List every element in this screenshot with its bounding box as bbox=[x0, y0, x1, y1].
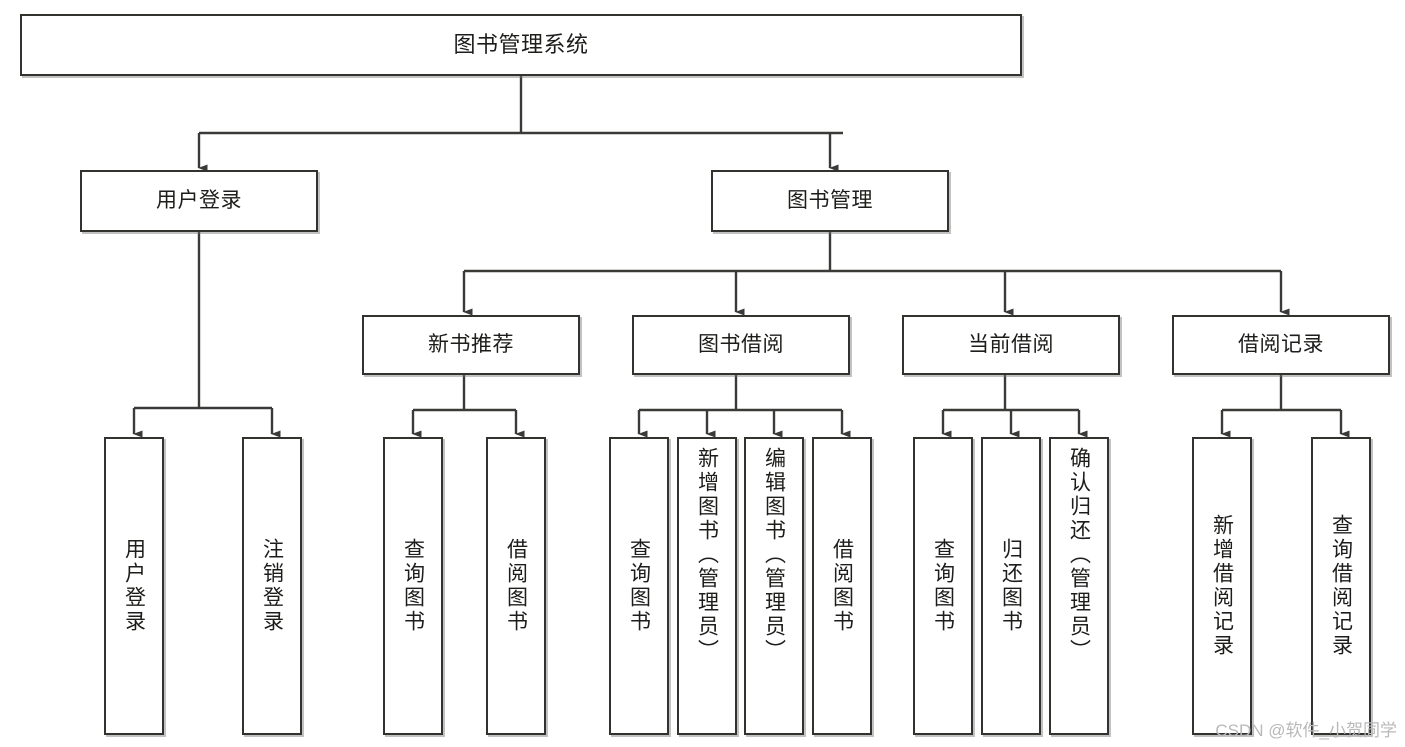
node-label: 新书推荐 bbox=[428, 332, 514, 356]
node-label: 确认归还（管理员） bbox=[1067, 447, 1091, 663]
node-label: 当前借阅 bbox=[968, 332, 1054, 356]
node-label: 查询图书 bbox=[401, 538, 425, 634]
node-root-library-system[interactable]: 图书管理系统 bbox=[20, 14, 1022, 76]
node-label: 借阅图书 bbox=[830, 538, 854, 634]
node-label: 借阅记录 bbox=[1238, 332, 1324, 356]
node-label: 查询图书 bbox=[931, 538, 955, 634]
leaf-records-query-record[interactable]: 查询借阅记录 bbox=[1311, 437, 1371, 735]
node-book-borrow[interactable]: 图书借阅 bbox=[632, 315, 850, 375]
node-label: 图书管理系统 bbox=[453, 32, 589, 58]
node-label: 注销登录 bbox=[260, 538, 284, 634]
node-label: 归还图书 bbox=[999, 538, 1023, 634]
leaf-current-query-book[interactable]: 查询图书 bbox=[913, 437, 973, 735]
node-label: 用户登录 bbox=[156, 188, 242, 212]
node-label: 图书管理 bbox=[787, 188, 873, 212]
node-book-management[interactable]: 图书管理 bbox=[711, 170, 949, 232]
node-label: 新增借阅记录 bbox=[1210, 514, 1234, 658]
node-label: 查询图书 bbox=[627, 538, 651, 634]
leaf-user-login-signin[interactable]: 用户登录 bbox=[104, 437, 164, 735]
leaf-borrow-query-book[interactable]: 查询图书 bbox=[609, 437, 669, 735]
watermark-text: CSDN @软件_小贺同学 bbox=[1215, 721, 1397, 740]
node-label: 图书借阅 bbox=[698, 332, 784, 356]
leaf-new-books-query[interactable]: 查询图书 bbox=[383, 437, 443, 735]
leaf-current-return-book[interactable]: 归还图书 bbox=[981, 437, 1041, 735]
leaf-user-login-signout[interactable]: 注销登录 bbox=[242, 437, 302, 735]
node-label: 编辑图书（管理员） bbox=[762, 447, 786, 663]
leaf-borrow-borrow-book[interactable]: 借阅图书 bbox=[812, 437, 872, 735]
node-borrow-records[interactable]: 借阅记录 bbox=[1172, 315, 1390, 375]
leaf-borrow-add-book-admin[interactable]: 新增图书（管理员） bbox=[677, 437, 737, 735]
node-user-login[interactable]: 用户登录 bbox=[80, 170, 318, 232]
leaf-current-confirm-return-admin[interactable]: 确认归还（管理员） bbox=[1049, 437, 1109, 735]
node-new-book-recommend[interactable]: 新书推荐 bbox=[362, 315, 580, 375]
leaf-records-add-record[interactable]: 新增借阅记录 bbox=[1192, 437, 1252, 735]
node-current-borrow[interactable]: 当前借阅 bbox=[902, 315, 1120, 375]
node-label: 查询借阅记录 bbox=[1329, 514, 1353, 658]
leaf-borrow-edit-book-admin[interactable]: 编辑图书（管理员） bbox=[744, 437, 804, 735]
leaf-new-books-borrow[interactable]: 借阅图书 bbox=[486, 437, 546, 735]
node-label: 新增图书（管理员） bbox=[695, 447, 719, 663]
node-label: 用户登录 bbox=[122, 538, 146, 634]
node-label: 借阅图书 bbox=[504, 538, 528, 634]
